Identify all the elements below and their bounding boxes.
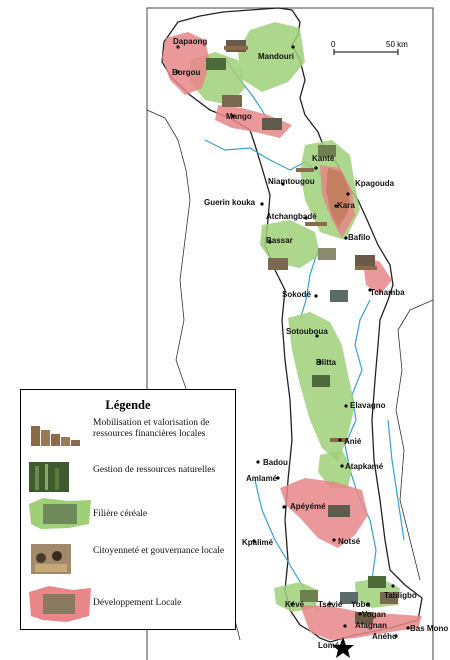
legend-label: Mobilisation et valorisation de ressourc… <box>93 418 210 439</box>
city-label: Apéyémé <box>290 502 326 511</box>
city-label: Bassar <box>266 236 293 245</box>
city-label: Elavagno <box>350 401 386 410</box>
development-zones <box>162 32 422 640</box>
city-labels: Dapaong Borgou Mandouri Mango Kanté Niam… <box>172 37 448 650</box>
meeting-photo-icon <box>31 544 71 574</box>
city-label: Bafilo <box>348 233 370 242</box>
city-label: Anié <box>344 437 362 446</box>
legend-title: Légende <box>105 398 151 412</box>
city-label: Blitta <box>316 358 337 367</box>
city-label: Tsévié <box>318 600 343 609</box>
city-label: Tabligbo <box>384 591 417 600</box>
city-label: Niamtougou <box>268 177 315 186</box>
legend-label: Développement Locale <box>93 598 182 608</box>
city-label: Sotouboua <box>286 327 328 336</box>
coin-stack-icon <box>31 426 80 446</box>
city-label: Sokodé <box>282 290 311 299</box>
capital-star-icon <box>332 637 354 658</box>
city-label: Amlamé <box>246 474 278 483</box>
city-label: Notsé <box>338 537 361 546</box>
city-label: Kpalimé <box>242 538 274 547</box>
city-label: Kévé <box>285 600 305 609</box>
legend-label: Filière céréale <box>93 509 148 519</box>
city-label: Guerin kouka <box>204 198 256 207</box>
neighbour-border-east <box>395 299 434 581</box>
city-label: Vogan <box>362 610 386 619</box>
city-label: Kanté <box>312 154 335 163</box>
scale-bar: 0 50 km <box>331 40 408 55</box>
city-label: Mandouri <box>258 52 294 61</box>
legend-item-natural: Gestion de ressources naturelles <box>21 460 235 498</box>
legend-label: Gestion de ressources naturelles <box>93 465 216 475</box>
legend-item-governance: Citoyenneté et gouvernance locale <box>21 542 235 580</box>
map-thumbnails <box>206 40 398 624</box>
city-label: Atchangbadé <box>266 212 317 221</box>
legend-label: Citoyenneté et gouvernance locale <box>93 546 225 556</box>
legend-item-cereal: Filière céréale <box>21 498 235 534</box>
city-label: Lomé <box>318 641 340 650</box>
cereal-photo-icon <box>29 498 91 529</box>
city-label: Yobo <box>351 600 371 609</box>
city-label: Atapkamé <box>345 462 384 471</box>
forest-photo-icon <box>29 462 69 492</box>
city-label: Afagnan <box>355 621 387 630</box>
city-label: Kpagouda <box>355 179 395 188</box>
city-dots <box>176 45 410 638</box>
city-label: Dapaong <box>173 37 207 46</box>
scale-end-label: 50 km <box>386 40 408 49</box>
city-label: Badou <box>263 458 288 467</box>
legend-item-development: Développement Locale <box>21 586 235 626</box>
city-label: Aného <box>372 632 397 641</box>
legend-box: Légende Mobilisation et valorisation de … <box>20 389 236 630</box>
city-label: Mango <box>226 112 252 121</box>
city-label: Kara <box>337 201 355 210</box>
development-photo-icon <box>29 586 91 622</box>
kara-brown-zone <box>326 168 350 228</box>
city-label: Bas Mono <box>410 624 448 633</box>
legend-item-financial: Mobilisation et valorisation de ressourc… <box>21 416 235 460</box>
map-frame <box>146 7 434 660</box>
scale-start-label: 0 <box>331 40 336 49</box>
city-label: Tchamba <box>370 288 405 297</box>
city-label: Borgou <box>172 68 201 77</box>
